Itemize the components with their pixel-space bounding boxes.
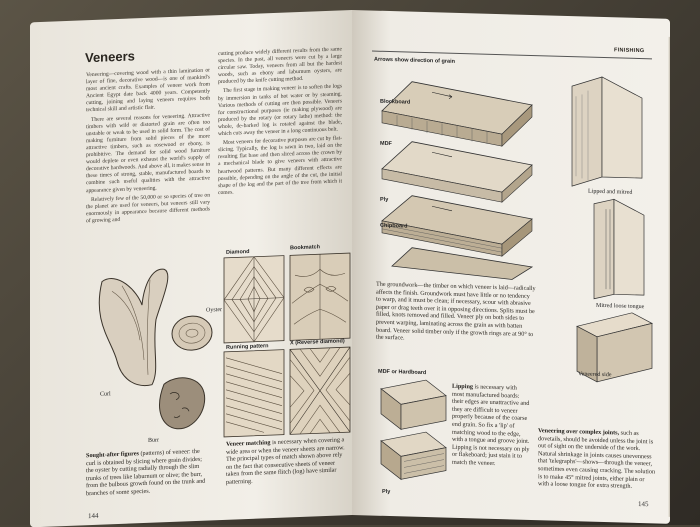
paragraph: Relatively few of the 50,000 or so speci… [86, 192, 210, 225]
label-diamond: Diamond [226, 248, 250, 256]
paragraph: There are several reasons for veneering.… [86, 112, 210, 194]
label-curl: Curl [100, 391, 111, 398]
chipboard [391, 247, 534, 280]
running-pattern [223, 349, 285, 438]
caption-lipping: Lipping is necessary with most manufactu… [452, 383, 530, 469]
curl-veneer [98, 268, 169, 387]
label-ply: Ply [380, 196, 389, 204]
page-edges [668, 36, 670, 517]
running-head: FINISHING [614, 47, 645, 55]
page-title: Veneers [85, 48, 135, 66]
label-ply-lipping: Ply [382, 488, 391, 496]
page-number-left: 144 [88, 511, 99, 521]
veneer-figures-illustration [98, 268, 213, 430]
label-mdf-hardboard: MDF or Hardboard [378, 368, 427, 377]
paragraph: The first stage in making veneer is to s… [218, 83, 342, 138]
label-veneered-side: Veneered side [578, 371, 612, 379]
lipped-mitred-joint [571, 76, 643, 187]
ply-board [381, 195, 533, 257]
caption-lipping-heading: Lipping [452, 382, 473, 391]
oyster-veneer [171, 315, 213, 351]
paragraph: cutting produce widely different results… [218, 46, 342, 86]
right-page: FINISHING Arrows show direction of grain [352, 10, 670, 524]
caption-matching: Veneer matching is necessary when coveri… [226, 436, 350, 486]
caption-lipping-text: is necessary with most manufactured boar… [452, 383, 530, 467]
open-book: Veneers Veneering—covering wood with a t… [30, 10, 675, 527]
lipping-illustration [380, 379, 447, 481]
blockboard [381, 81, 533, 147]
label-mdf: MDF [380, 140, 392, 148]
label-chipboard: Chipboard [380, 222, 408, 230]
text-column-2: cutting produce widely different results… [218, 46, 342, 199]
text-column-1: Veneering—covering wood with a thin lami… [86, 67, 210, 227]
diamond-pattern [223, 255, 285, 344]
grain-arrows-note: Arrows show direction of grain [374, 56, 455, 65]
reverse-diamond-pattern [289, 346, 351, 435]
label-blockboard: Blockboard [380, 98, 411, 106]
paragraph: Veneering—covering wood with a thin lami… [86, 67, 210, 114]
page-number-right: 145 [638, 499, 649, 509]
veneer-matching-patterns [223, 252, 351, 438]
caption-complex-joints: Veneering over complex joints, such as d… [538, 427, 656, 491]
burr-veneer [159, 377, 206, 430]
caption-figures: Sought-after figures (patterns) of venee… [86, 447, 210, 497]
caption-groundwork: The groundwork—the timber on which venee… [376, 280, 536, 342]
caption-complex-text: such as dovetails, should be avoided unl… [538, 429, 656, 490]
veneered-side-joint [576, 312, 653, 383]
groundwork-boards-illustration [381, 81, 534, 280]
paragraph: Most veneers for decorative purposes are… [218, 135, 342, 196]
label-oyster: Oyster [206, 306, 222, 314]
bookmatch-pattern [289, 252, 351, 341]
label-bookmatch: Bookmatch [290, 244, 320, 252]
label-burr: Burr [148, 437, 159, 444]
mitred-loose-tongue-joint [593, 198, 645, 300]
left-page: Veneers Veneering—covering wood with a t… [30, 10, 352, 527]
mdf-board [381, 141, 533, 203]
label-lipped-mitred: Lipped and mitred [588, 188, 633, 196]
